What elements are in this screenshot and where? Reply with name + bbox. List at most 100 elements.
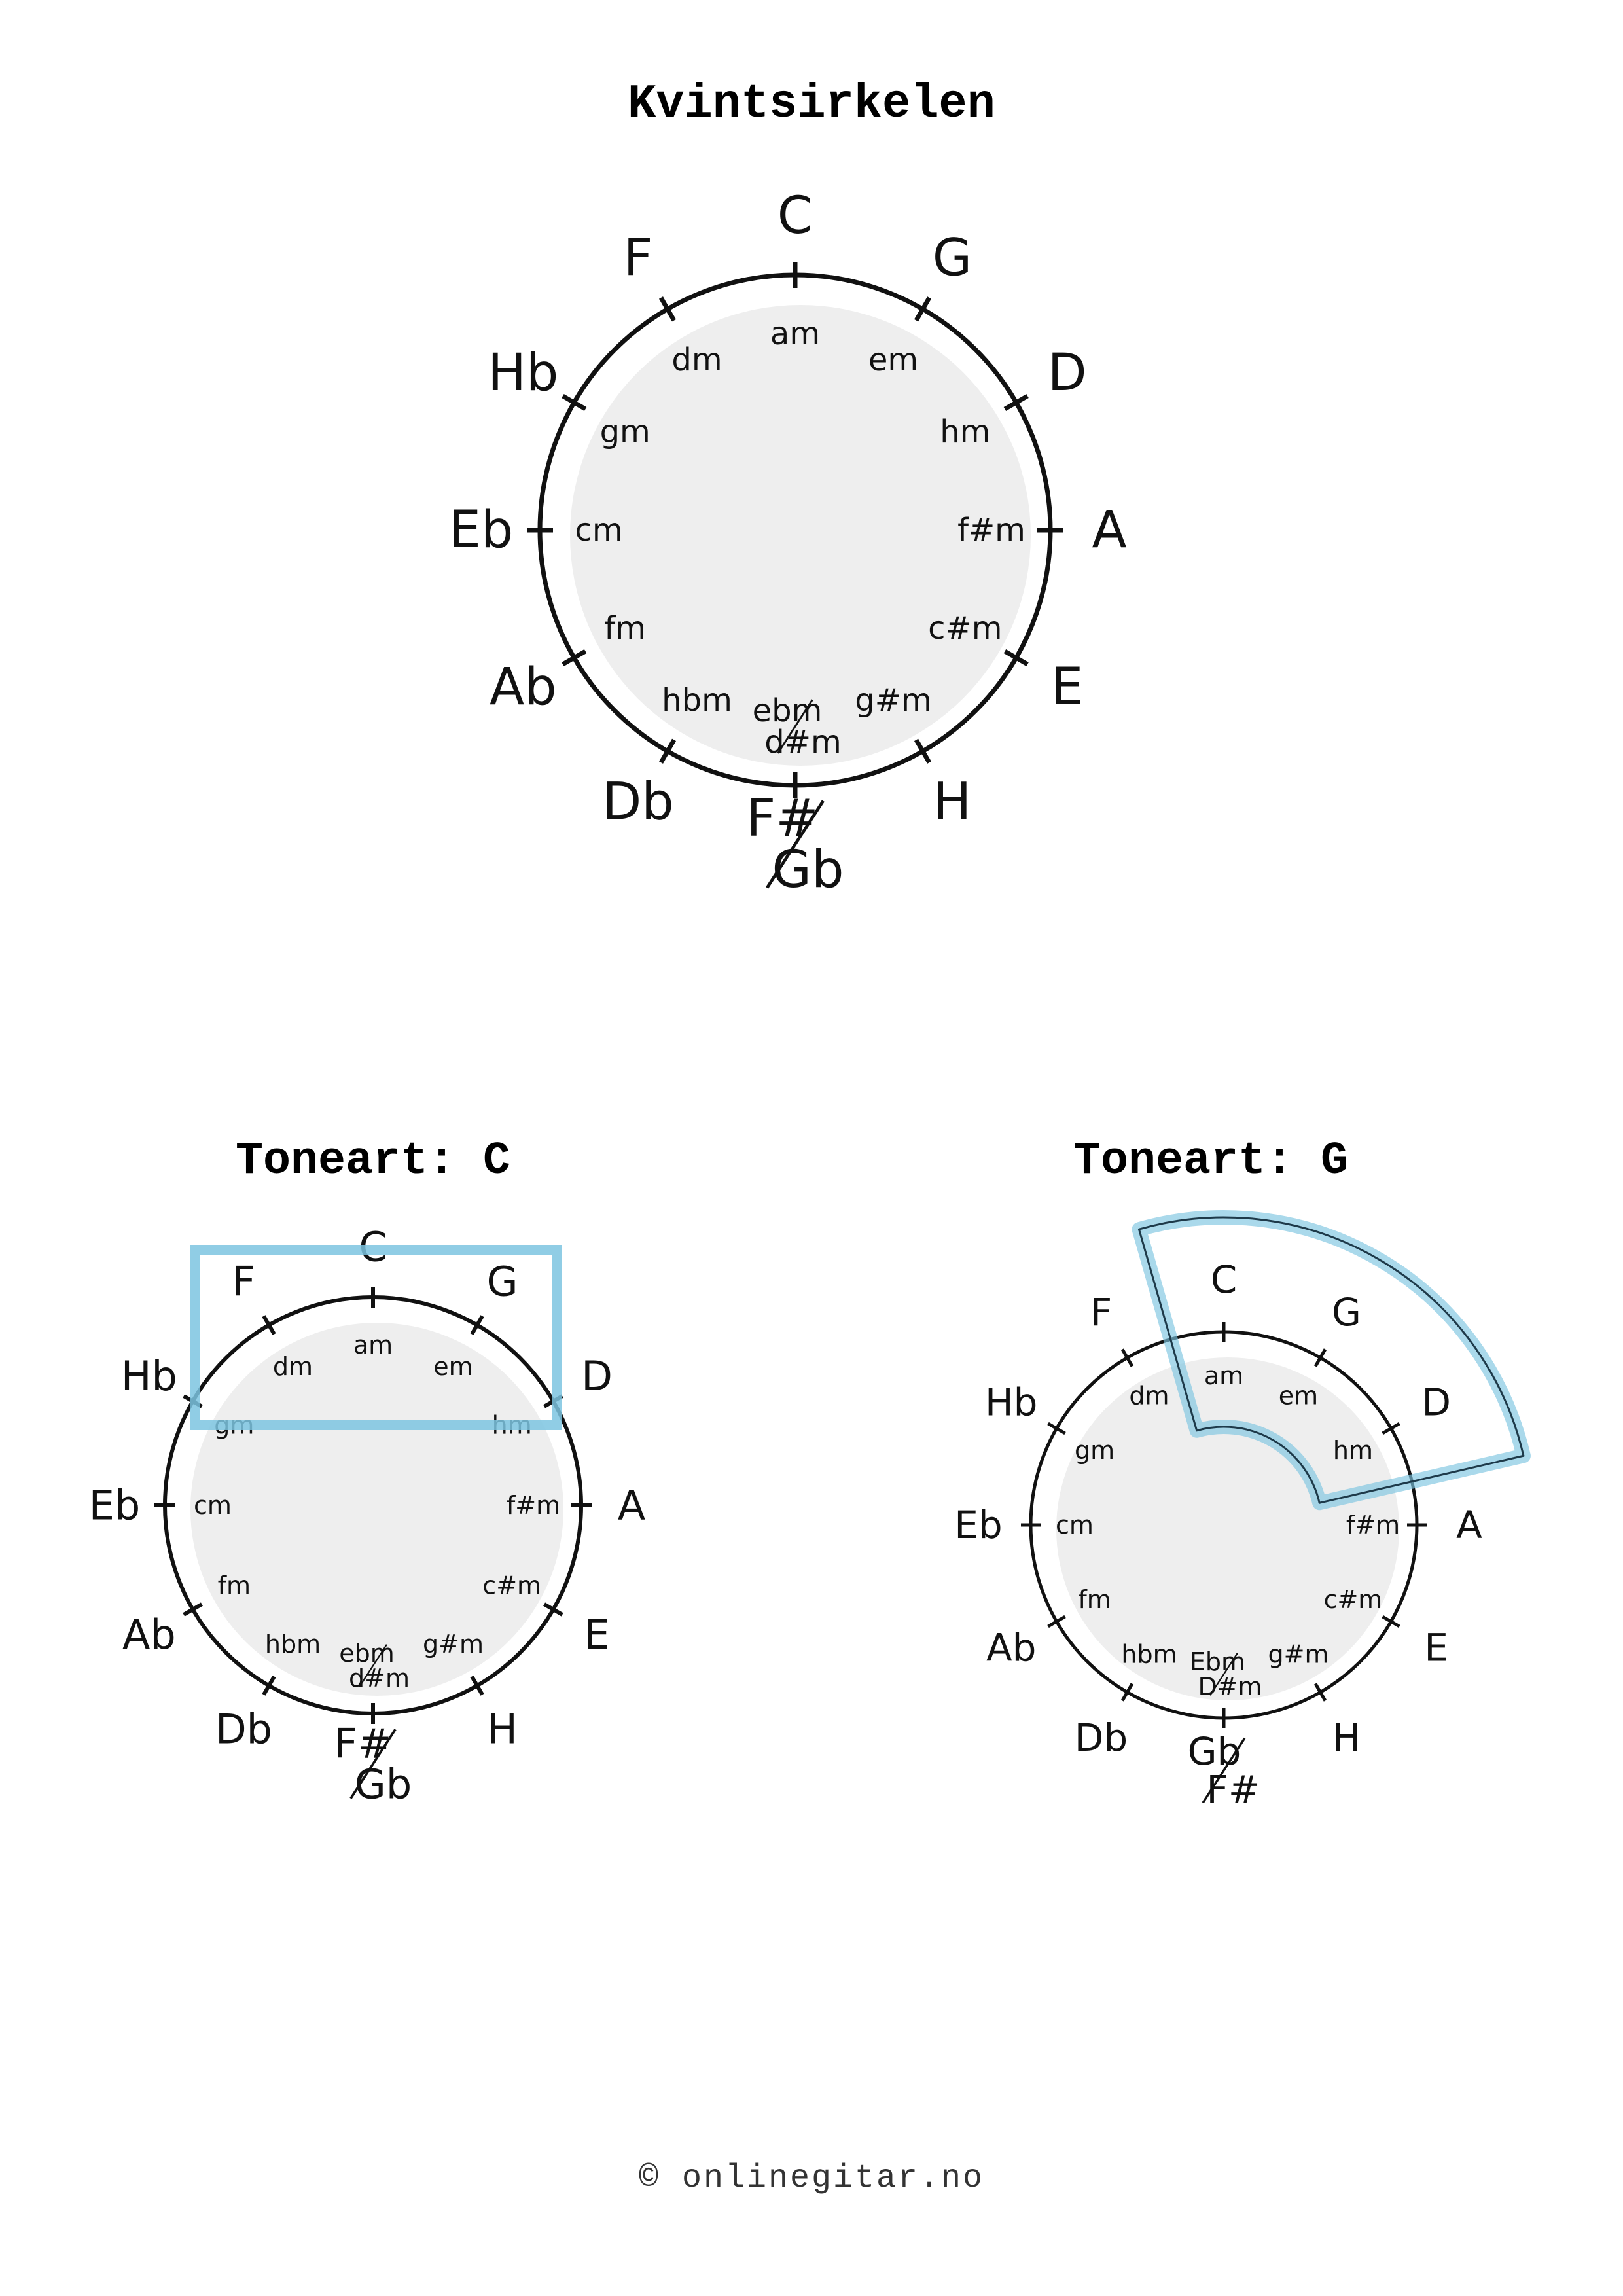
key-c-major-eb: Eb	[89, 1482, 141, 1530]
main-minor-am: am	[770, 315, 820, 352]
key-g-minor-gsharpm-text: g#m	[1268, 1640, 1329, 1668]
key-c-major-f: F	[232, 1257, 256, 1305]
key-g-minor-gm: gm	[1075, 1436, 1115, 1465]
main-major-d-text: D	[1048, 344, 1087, 403]
key-c-inner-fill	[190, 1323, 563, 1696]
key-g-tick-5	[1313, 1683, 1327, 1702]
key-c-major-d-text: D	[581, 1352, 613, 1400]
key-c-minor-fsharpm-text: f#m	[507, 1491, 560, 1520]
key-g-tick-10	[1047, 1422, 1066, 1435]
key-c-major-hb: Hb	[121, 1352, 177, 1400]
key-c-major-g-text: G	[486, 1257, 518, 1305]
key-g-major-e: E	[1424, 1626, 1448, 1670]
key-c-highlight-frame	[190, 1245, 562, 1430]
key-c-major-ab-text: Ab	[122, 1611, 176, 1659]
key-c-major-h-text: H	[487, 1706, 518, 1753]
main-major-a: A	[1092, 501, 1126, 560]
key-g-minor-ebm-dsharpm-part: Ebm	[1190, 1647, 1245, 1676]
key-g-major-eb-text: Eb	[954, 1503, 1002, 1547]
main-major-hb: Hb	[488, 344, 558, 403]
main-minor-fm-text: fm	[604, 610, 646, 647]
key-g-minor-em: em	[1279, 1382, 1318, 1410]
key-c-minor-am-text: am	[353, 1331, 393, 1359]
key-c-minor-gsharpm-text: g#m	[423, 1630, 484, 1659]
key-c-minor-fm-text: fm	[218, 1571, 251, 1600]
key-g-major-g-text: G	[1332, 1290, 1361, 1335]
main-tick-5	[914, 738, 932, 764]
circle-of-fifths-key-g: CGDAEHGbF#DbAbEbHbFamemhmf#mc#mg#mEbmD#m…	[954, 1210, 1531, 1812]
main-major-eb: Eb	[449, 501, 514, 560]
main-major-f: F	[624, 228, 653, 287]
main-major-g-text: G	[933, 228, 972, 287]
main-minor-dm: dm	[671, 342, 722, 378]
key-g-minor-dm-text: dm	[1129, 1382, 1169, 1410]
main-tick-2	[1003, 393, 1029, 412]
key-g-minor-cm-text: cm	[1056, 1511, 1094, 1539]
main-major-fsharp-gb-part: Gb	[772, 840, 844, 899]
key-c-minor-hbm-text: hbm	[265, 1630, 321, 1659]
key-g-major-gb-fsharp-part: Gb	[1188, 1729, 1241, 1774]
key-c-tick-7	[262, 1676, 276, 1696]
key-g-minor-am: am	[1204, 1361, 1243, 1390]
copyright-footer: © onlinegitar.no	[638, 2160, 985, 2197]
key-c-minor-gsharpm: g#m	[423, 1630, 484, 1659]
main-major-e: E	[1051, 658, 1083, 717]
key-g-major-d-text: D	[1421, 1380, 1451, 1425]
key-c-major-d: D	[581, 1352, 613, 1400]
key-g-minor-gsharpm: g#m	[1268, 1640, 1329, 1668]
key-c-major-g: G	[486, 1257, 518, 1305]
key-c-minor-csharpm-text: c#m	[482, 1571, 541, 1600]
key-c-minor-ebm-dsharpm-part: ebm	[339, 1639, 395, 1668]
key-c-major-fsharp-gb-part: F#	[334, 1720, 392, 1768]
key-c-major-hb-text: Hb	[121, 1352, 177, 1400]
key-c-major-e: E	[584, 1611, 609, 1659]
key-c-minor-cm: cm	[194, 1491, 232, 1520]
main-minor-em-text: em	[868, 342, 918, 378]
main-inner-fill	[570, 305, 1031, 766]
main-major-db-text: Db	[602, 773, 674, 832]
page-title: Kvintsirkelen	[628, 77, 995, 131]
main-major-db: Db	[602, 773, 674, 832]
key-c-tick-11	[262, 1315, 276, 1335]
key-g-major-a-text: A	[1456, 1503, 1482, 1547]
main-minor-ebm-dsharpm-part: d#m	[764, 724, 841, 761]
key-g-minor-csharpm: c#m	[1324, 1585, 1383, 1614]
main-minor-ebm-dsharpm-slash	[777, 699, 813, 754]
main-minor-hm: hm	[940, 414, 990, 450]
key-g-minor-hm-text: hm	[1333, 1436, 1373, 1465]
key-c-minor-dm-text: dm	[273, 1352, 313, 1381]
main-tick-8	[562, 649, 587, 667]
main-tick-10	[562, 393, 587, 412]
key-g-major-h: H	[1332, 1715, 1361, 1760]
key-c-minor-dm: dm	[273, 1352, 313, 1381]
main-minor-cm: cm	[575, 512, 622, 548]
key-g-minor-ebm-dsharpm-slash	[1209, 1653, 1238, 1696]
main-tick-4	[1003, 649, 1029, 667]
main-minor-hbm: hbm	[662, 682, 732, 719]
key-g-major-ab-text: Ab	[986, 1626, 1037, 1670]
key-c-major-h: H	[487, 1706, 518, 1753]
key-c-major-f-text: F	[232, 1257, 256, 1305]
key-g-major-c: C	[1211, 1257, 1238, 1302]
main-minor-csharpm: c#m	[928, 610, 1002, 647]
main-major-c-text: C	[777, 187, 813, 245]
main-minor-gsharpm: g#m	[855, 682, 931, 719]
main-minor-cm-text: cm	[575, 512, 622, 548]
main-major-d: D	[1048, 344, 1087, 403]
key-g-minor-csharpm-text: c#m	[1324, 1585, 1383, 1614]
main-minor-am-text: am	[770, 315, 820, 352]
main-major-ab-text: Ab	[490, 658, 557, 717]
key-c-major-e-text: E	[584, 1611, 609, 1659]
key-g-major-f-text: F	[1090, 1290, 1112, 1335]
key-c-major-fsharp-gb: F#Gb	[334, 1720, 412, 1808]
key-c-major-fsharp-gb-slash	[349, 1729, 397, 1799]
key-g-minor-ebm-dsharpm-part: D#m	[1198, 1672, 1262, 1701]
main-major-f-text: F	[624, 228, 653, 287]
key-g-minor-dm: dm	[1129, 1382, 1169, 1410]
key-g-major-c-text: C	[1211, 1257, 1238, 1302]
main-minor-ebm-dsharpm-part: ebm	[753, 692, 823, 729]
main-major-g: G	[933, 228, 972, 287]
circle-of-fifths-key-c: CGDAEHF#GbDbAbEbHbFamemhmf#mc#mg#mebmd#m…	[89, 1223, 645, 1808]
key-g-major-f: F	[1090, 1290, 1112, 1335]
